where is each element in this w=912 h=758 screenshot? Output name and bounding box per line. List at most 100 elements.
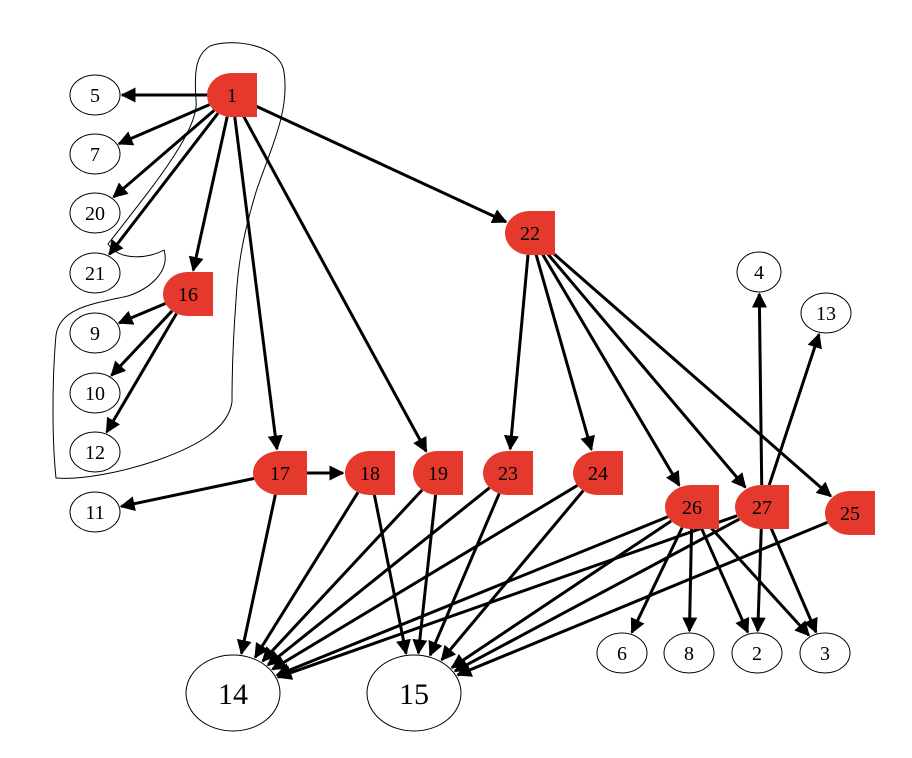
node-shape bbox=[185, 654, 281, 732]
node-shape bbox=[69, 372, 121, 414]
node-19: 19 bbox=[413, 451, 463, 495]
node-7: 7 bbox=[69, 133, 121, 175]
edge-16-to-10 bbox=[110, 309, 174, 377]
edge-24-to-15 bbox=[440, 489, 585, 662]
node-shape-square bbox=[230, 73, 257, 117]
node-label: 25 bbox=[840, 503, 860, 525]
node-shape bbox=[736, 251, 782, 293]
node-label: 22 bbox=[520, 223, 540, 245]
edge-23-to-14 bbox=[266, 486, 491, 667]
node-label: 10 bbox=[85, 383, 105, 405]
node-4: 4 bbox=[736, 251, 782, 293]
node-shape bbox=[663, 632, 715, 674]
node-label: 20 bbox=[85, 203, 105, 225]
edge-26-to-6 bbox=[630, 526, 684, 634]
node-21: 21 bbox=[69, 252, 121, 294]
node-label: 19 bbox=[428, 463, 448, 485]
node-24: 24 bbox=[573, 451, 623, 495]
node-shape-square bbox=[186, 272, 213, 316]
edge-16-to-12 bbox=[105, 312, 178, 434]
node-label: 23 bbox=[498, 463, 518, 485]
node-15: 15 bbox=[366, 654, 462, 732]
node-shape bbox=[731, 632, 783, 674]
node-label: 5 bbox=[90, 85, 100, 107]
edges-layer bbox=[105, 87, 832, 680]
edge-24-to-14 bbox=[271, 484, 579, 671]
edge-26-to-2 bbox=[699, 527, 750, 634]
node-label: 16 bbox=[178, 284, 198, 306]
node-label: 6 bbox=[617, 643, 627, 665]
edge-27-to-3 bbox=[769, 527, 818, 634]
node-8: 8 bbox=[663, 632, 715, 674]
node-label: 24 bbox=[588, 463, 608, 485]
node-17: 17 bbox=[253, 451, 307, 495]
edge-19-to-15 bbox=[412, 494, 438, 655]
node-16: 16 bbox=[163, 272, 213, 316]
edge-26-to-3 bbox=[706, 523, 811, 637]
node-shape bbox=[69, 252, 121, 294]
node-shape bbox=[596, 632, 648, 674]
node-label: 9 bbox=[90, 323, 100, 345]
node-shape-square bbox=[760, 485, 789, 529]
edge-22-to-27 bbox=[543, 249, 747, 489]
node-shape bbox=[366, 654, 462, 732]
node-label: 11 bbox=[85, 502, 104, 524]
edge-1-to-19 bbox=[241, 114, 428, 453]
edge-17-to-11 bbox=[119, 477, 255, 512]
node-label: 2 bbox=[752, 643, 762, 665]
node-shape bbox=[69, 192, 121, 234]
edge-18-to-14 bbox=[253, 491, 360, 659]
edge-22-to-26 bbox=[540, 251, 681, 487]
node-shape bbox=[69, 312, 121, 354]
node-label: 15 bbox=[399, 678, 429, 711]
node-shape bbox=[69, 491, 121, 533]
node-label: 4 bbox=[754, 262, 764, 284]
node-14: 14 bbox=[185, 654, 281, 732]
edge-25-to-15 bbox=[456, 520, 828, 677]
node-label: 13 bbox=[816, 303, 836, 325]
node-2: 2 bbox=[731, 632, 783, 674]
node-shape bbox=[69, 133, 121, 175]
edge-27-to-14 bbox=[276, 514, 738, 680]
node-1: 1 bbox=[207, 73, 257, 117]
node-27: 27 bbox=[735, 485, 789, 529]
node-label: 8 bbox=[684, 643, 694, 665]
edge-1-to-22 bbox=[253, 103, 508, 224]
node-5: 5 bbox=[69, 74, 121, 116]
node-25: 25 bbox=[825, 491, 875, 535]
node-11: 11 bbox=[69, 491, 121, 533]
node-shape bbox=[69, 431, 121, 473]
node-shape-square bbox=[528, 211, 555, 255]
edge-16-to-9 bbox=[117, 302, 167, 325]
node-shape-square bbox=[848, 491, 875, 535]
node-shape-square bbox=[278, 451, 307, 495]
node-label: 1 bbox=[227, 85, 237, 107]
cluster-outline bbox=[52, 42, 286, 479]
node-3: 3 bbox=[799, 632, 851, 674]
node-shape bbox=[799, 632, 851, 674]
edge-22-to-25 bbox=[546, 247, 832, 498]
node-20: 20 bbox=[69, 192, 121, 234]
node-label: 18 bbox=[360, 463, 380, 485]
edge-18-to-15 bbox=[372, 494, 411, 655]
edge-1-to-20 bbox=[112, 109, 216, 199]
edge-23-to-15 bbox=[428, 493, 501, 657]
node-label: 7 bbox=[90, 144, 100, 166]
node-26: 26 bbox=[665, 485, 719, 529]
edge-22-to-23 bbox=[503, 254, 530, 451]
edge-1-to-16 bbox=[188, 116, 229, 272]
edge-22-to-24 bbox=[534, 253, 595, 452]
node-label: 27 bbox=[752, 497, 772, 519]
node-label: 14 bbox=[218, 678, 248, 711]
node-shape-square bbox=[690, 485, 719, 529]
edge-26-to-14 bbox=[275, 515, 669, 678]
edge-26-to-15 bbox=[450, 519, 672, 669]
node-22: 22 bbox=[505, 211, 555, 255]
edge-1-to-17 bbox=[233, 116, 283, 451]
node-label: 21 bbox=[85, 263, 105, 285]
edge-17-to-14 bbox=[236, 494, 277, 656]
node-shape bbox=[800, 292, 852, 334]
node-10: 10 bbox=[69, 372, 121, 414]
